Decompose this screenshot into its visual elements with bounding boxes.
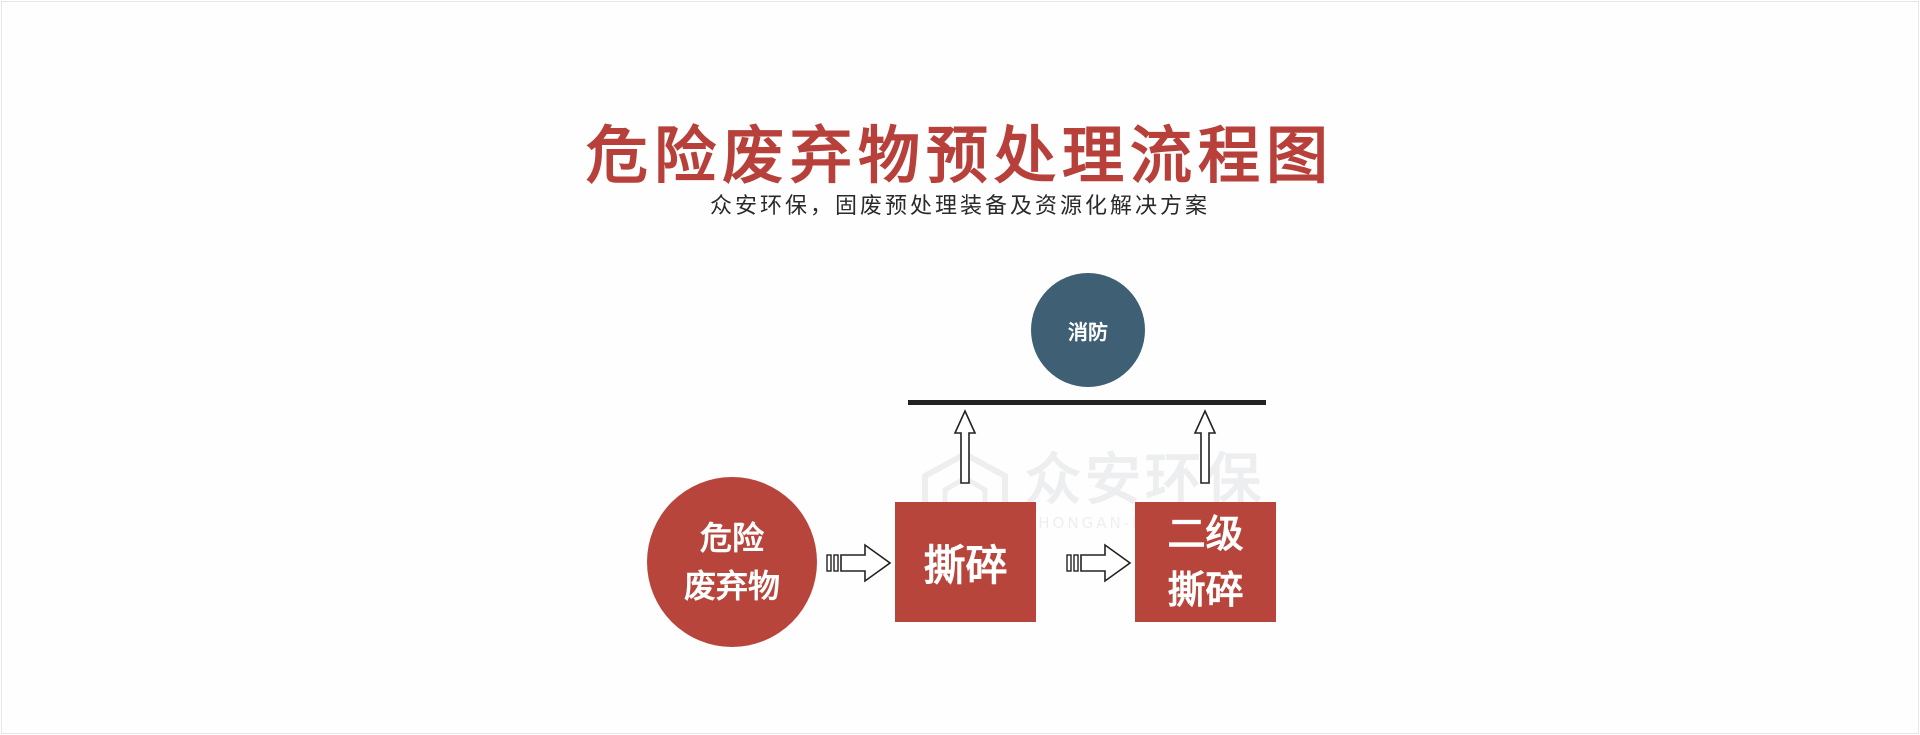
node-secondary-shredding-line1: 二级	[1167, 512, 1244, 556]
node-secondary-shredding: 二级 撕碎	[1135, 502, 1276, 622]
node-secondary-shredding-line2: 撕碎	[1167, 568, 1244, 612]
node-hazardous-waste: 危险 废弃物	[647, 477, 817, 647]
node-hazardous-waste-line2: 废弃物	[683, 567, 780, 605]
node-fire-protection: 消防	[1031, 273, 1145, 387]
node-shredding-label: 撕碎	[923, 540, 1008, 590]
diagram-title: 危险废弃物预处理流程图	[585, 119, 1334, 192]
right-arrow-icon	[826, 543, 892, 583]
up-arrow-icon	[953, 409, 977, 484]
diagram-subtitle: 众安环保，固废预处理装备及资源化解决方案	[709, 194, 1210, 219]
node-fire-protection-label: 消防	[1068, 319, 1108, 344]
up-arrow-icon	[1193, 409, 1217, 484]
connector-bar	[908, 400, 1266, 405]
right-arrow-icon	[1066, 543, 1132, 583]
node-shredding: 撕碎	[895, 502, 1036, 622]
node-hazardous-waste-line1: 危险	[699, 519, 764, 557]
